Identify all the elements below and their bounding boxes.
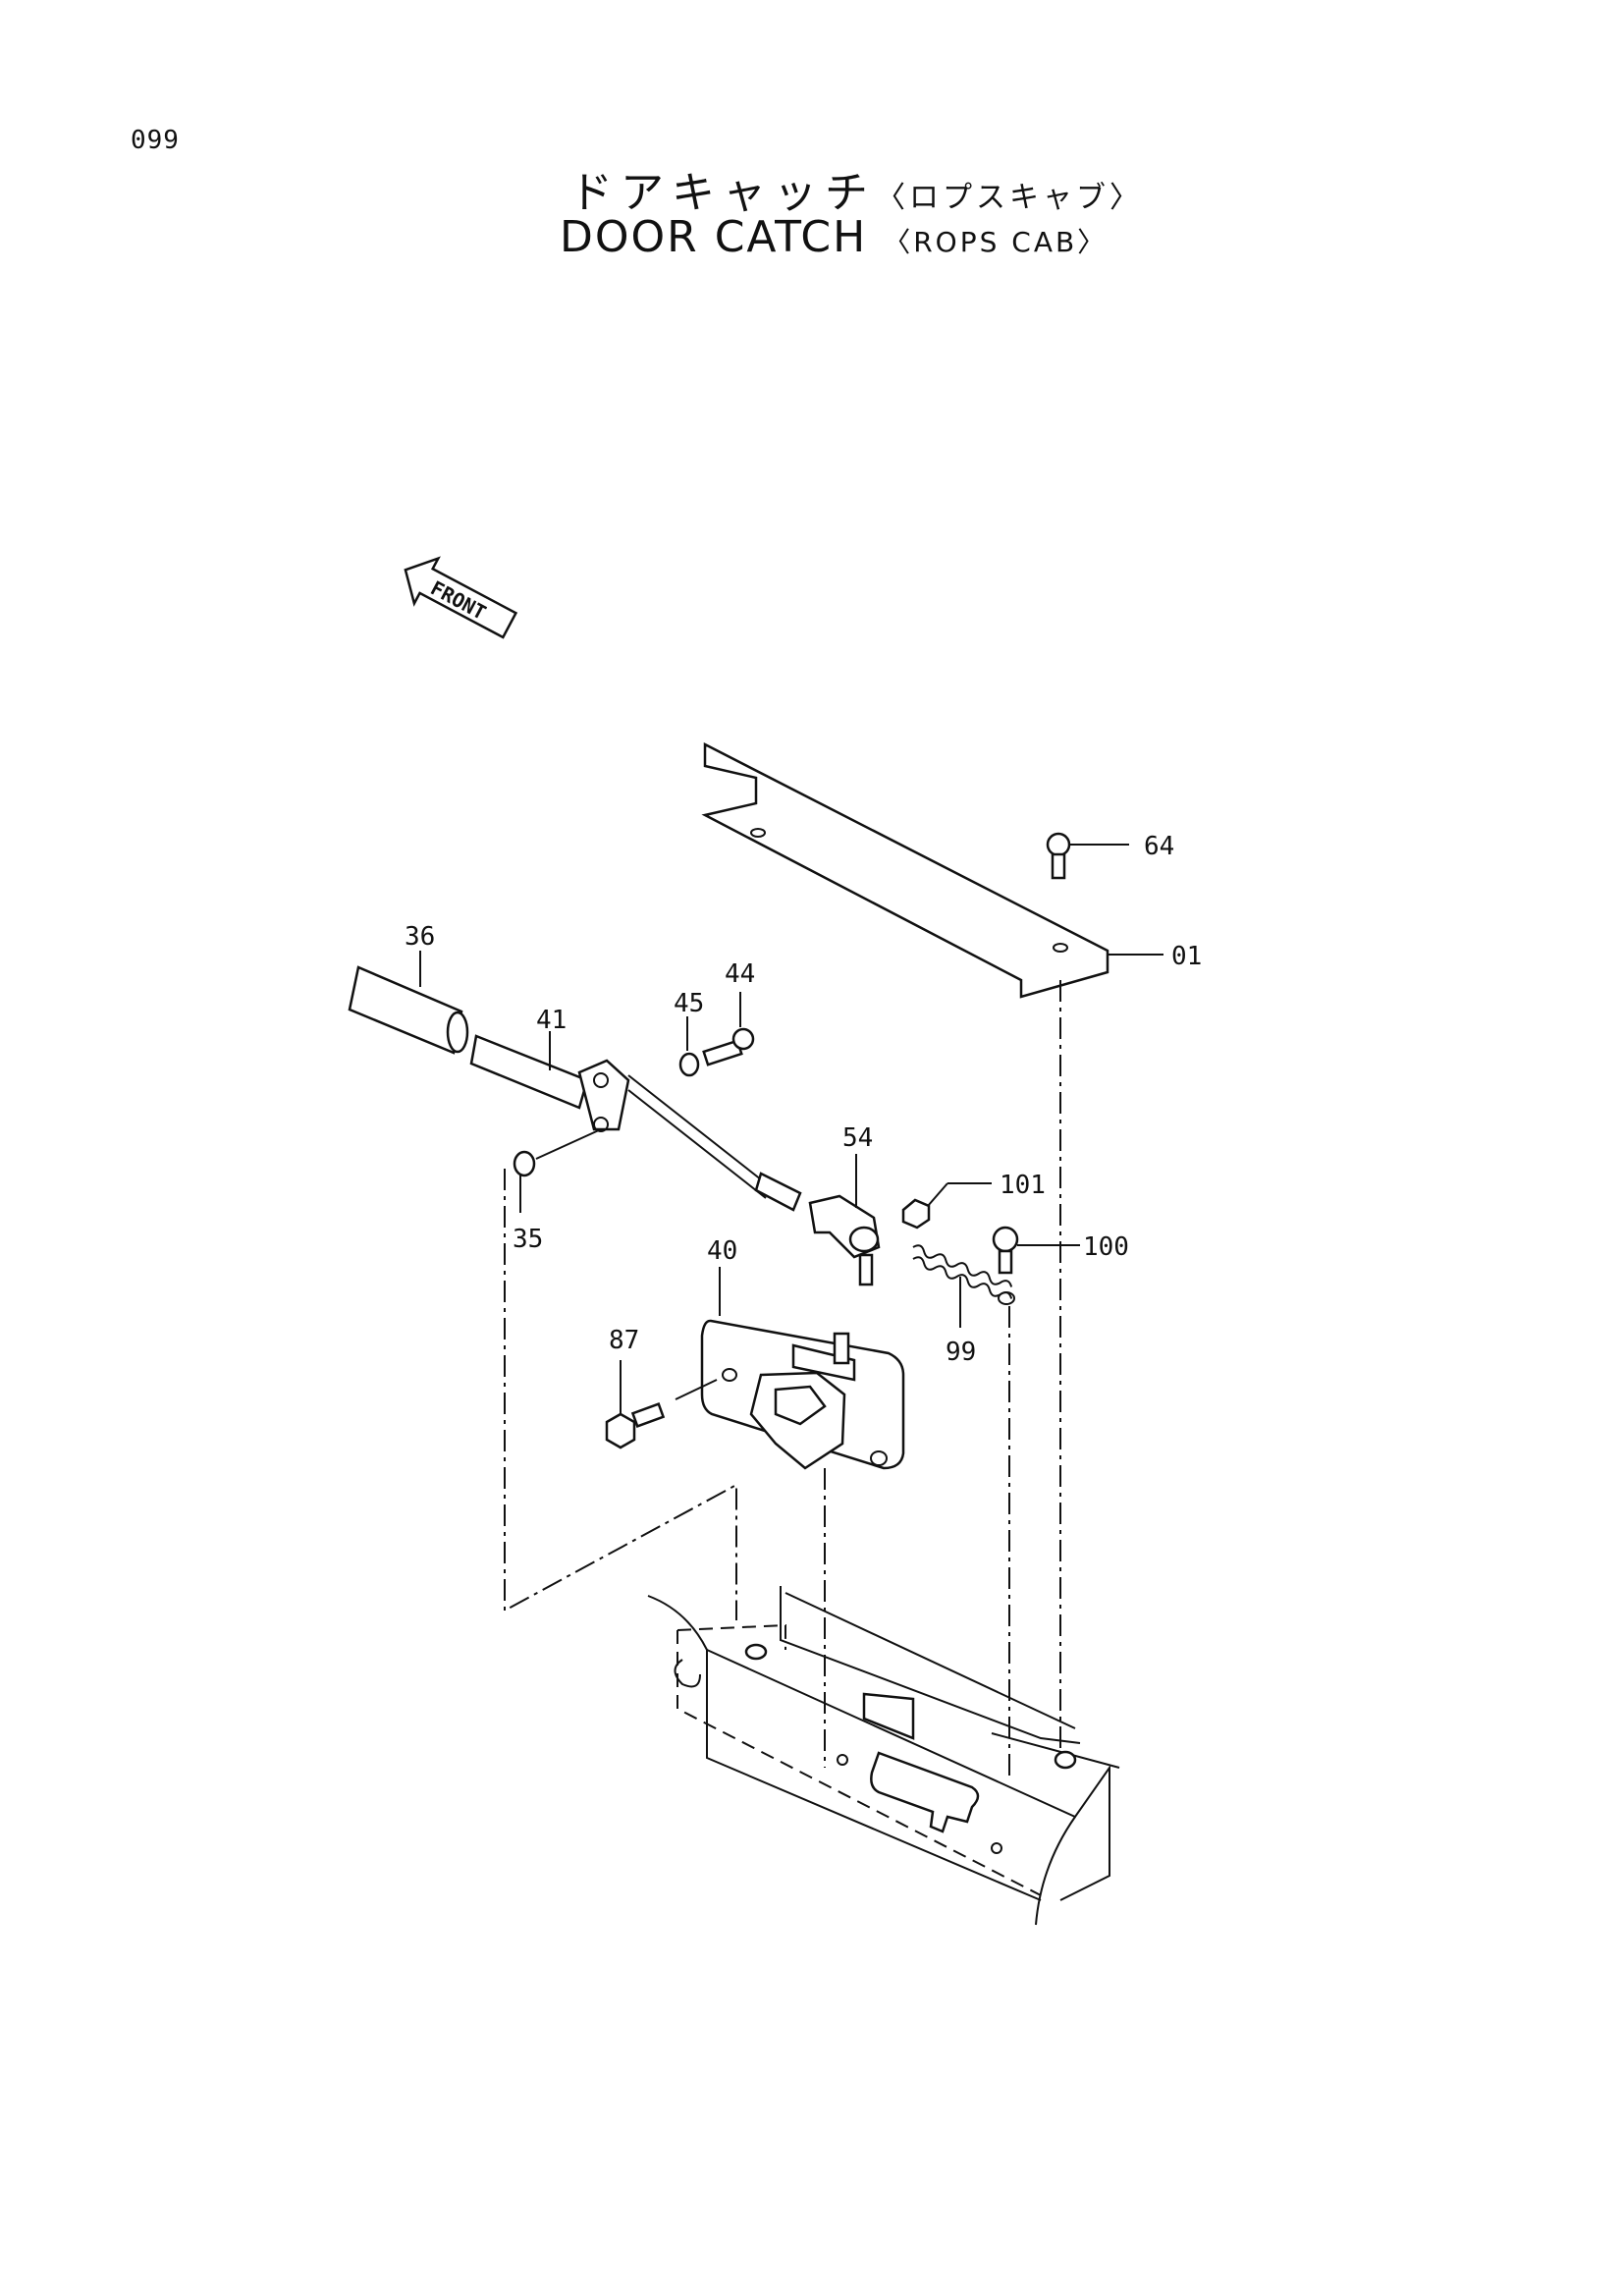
part-washer-45 xyxy=(678,1016,700,1077)
part-door-catch-40 xyxy=(700,1267,905,1470)
callout-40: 40 xyxy=(707,1236,737,1266)
page-number: 099 xyxy=(131,126,180,155)
callout-41: 41 xyxy=(536,1006,567,1035)
callout-labels: 64 01 36 44 45 41 54 101 100 35 40 99 87 xyxy=(405,832,1202,1367)
callout-35: 35 xyxy=(513,1225,543,1254)
callout-44: 44 xyxy=(725,959,755,989)
part-bolt-87 xyxy=(605,1360,718,1449)
part-lever-arm xyxy=(577,1059,802,1212)
part-nut-101 xyxy=(901,1182,992,1230)
callout-100: 100 xyxy=(1083,1232,1129,1262)
title-japanese-sub: 〈ロプスキャブ〉 xyxy=(876,181,1143,215)
part-ball-joint-54 xyxy=(808,1154,881,1286)
part-bolt-64 xyxy=(1046,832,1129,880)
callout-36: 36 xyxy=(405,922,435,952)
part-lever-41 xyxy=(469,1031,589,1110)
part-grip-36 xyxy=(348,951,469,1055)
title-english-main: DOOR CATCH xyxy=(560,212,868,262)
callout-01: 01 xyxy=(1171,942,1202,971)
part-bolt-44 xyxy=(702,992,755,1066)
part-bushing-35 xyxy=(513,1128,602,1213)
callout-64: 64 xyxy=(1144,832,1174,861)
part-door-frame xyxy=(647,1586,1120,1926)
callout-99: 99 xyxy=(946,1338,976,1367)
part-bracket-plate xyxy=(701,741,1109,999)
callout-45: 45 xyxy=(674,989,704,1018)
title-english-sub: 〈ROPS CAB〉 xyxy=(883,226,1109,258)
callout-101: 101 xyxy=(1000,1171,1046,1200)
title-english: DOOR CATCH 〈ROPS CAB〉 xyxy=(560,212,1108,262)
title-japanese: ドアキャッチ〈ロプスキャブ〉 xyxy=(569,157,1143,220)
assembly-lines xyxy=(504,980,1061,1777)
part-spring-99 xyxy=(912,1244,1015,1328)
part-bolt-100 xyxy=(992,1226,1080,1275)
callout-87: 87 xyxy=(609,1326,639,1355)
callout-54: 54 xyxy=(842,1123,873,1153)
title-japanese-main: ドアキャッチ xyxy=(569,168,876,218)
front-arrow-icon: FRONT xyxy=(404,556,518,639)
